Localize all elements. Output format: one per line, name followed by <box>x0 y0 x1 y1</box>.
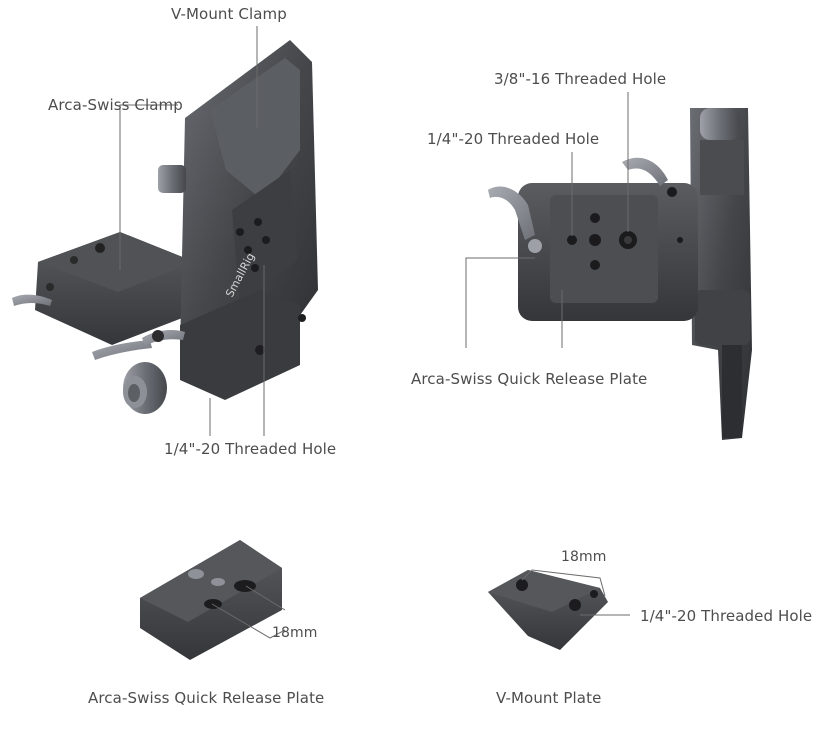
arca-plate-bottom <box>140 540 282 660</box>
label-3-8-threaded-hole: 3/8"-16 Threaded Hole <box>494 70 667 88</box>
label-arca-quick-release-plate: Arca-Swiss Quick Release Plate <box>411 370 648 388</box>
label-arca-swiss-clamp: Arca-Swiss Clamp <box>48 96 183 114</box>
v-mount-plate-bottom <box>488 570 608 650</box>
caption-arca-plate: Arca-Swiss Quick Release Plate <box>88 689 325 707</box>
caption-vmount-plate: V-Mount Plate <box>496 689 602 707</box>
main-assembly-right <box>488 108 752 440</box>
label-18mm-arca: 18mm <box>272 625 318 641</box>
main-assembly-left: SmallRig <box>12 40 318 414</box>
v-mount-plate-dimension <box>521 569 630 616</box>
label-bottom-threaded-hole: 1/4"-20 Threaded Hole <box>164 440 337 458</box>
knurled-knob-icon <box>123 362 167 414</box>
label-1-4-threaded-hole: 1/4"-20 Threaded Hole <box>427 130 600 148</box>
arca-plate-dimension <box>211 585 286 639</box>
label-v-mount-clamp: V-Mount Clamp <box>171 5 287 23</box>
label-vmount-threaded-hole: 1/4"-20 Threaded Hole <box>640 607 813 625</box>
label-18mm-vmount: 18mm <box>561 549 607 565</box>
left-callouts <box>119 26 265 436</box>
right-callouts <box>465 92 629 348</box>
